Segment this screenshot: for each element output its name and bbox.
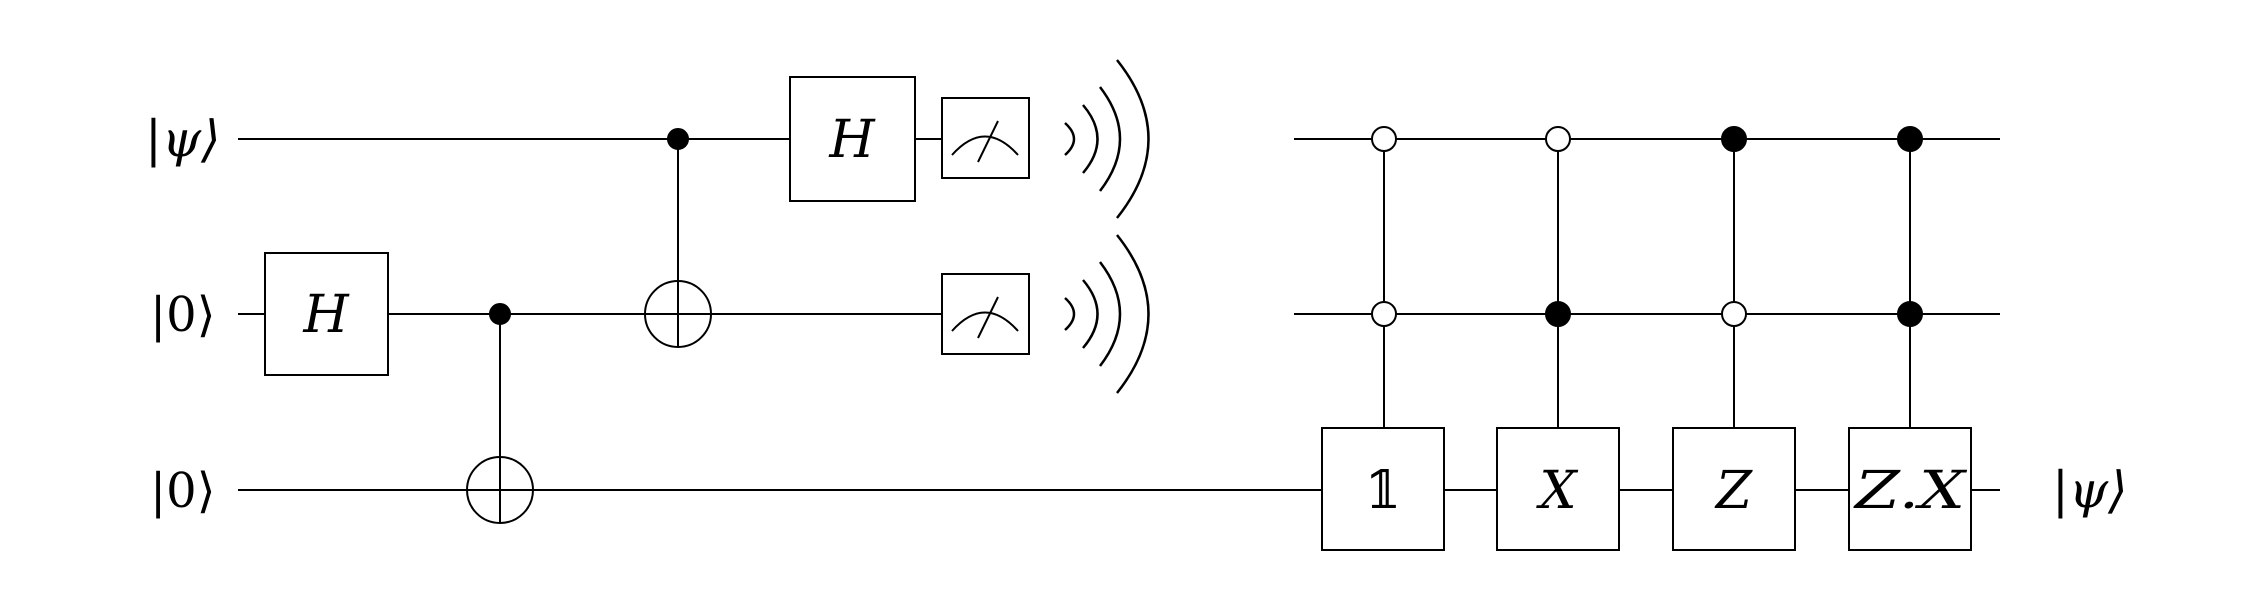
identity-box [1321,427,1445,551]
hadamard-gate-q0: H [789,76,916,202]
meter-q0 [941,97,1030,179]
meter-box-q0 [941,97,1030,179]
input-label-q1: |0⟩ [150,287,215,343]
signal-arc-q0-4 [1116,59,1150,219]
correction-identity: 𝟙 [1321,126,1445,551]
signal-arc-q0-3 [1099,86,1122,192]
hadamard-gate-q1: H [264,252,389,376]
input-label-q0: |ψ⟩ [145,110,221,168]
cnot-q1-q2 [466,303,534,524]
cnot-q0-q1 [644,128,712,348]
signal-arc-q1-2 [1082,279,1099,349]
identity-control-q1 [1371,301,1397,327]
signal-arc-q1-3 [1099,261,1122,367]
z-control-q1 [1721,301,1747,327]
meter-q1 [941,273,1030,355]
x-control-q0 [1545,126,1571,152]
z-box [1672,427,1796,551]
signal-arc-q1-1 [1064,297,1076,331]
meter-needle-q1 [977,296,999,339]
cnot-q1-control-dot [489,303,511,325]
identity-control-q0 [1371,126,1397,152]
hadamard-box-q0 [789,76,916,202]
meter-box-q1 [941,273,1030,355]
output-label: |ψ⟩ [2052,461,2128,519]
meter-needle-q0 [977,120,999,163]
signal-arc-q0-1 [1064,122,1076,156]
signal-arc-q1-4 [1116,234,1150,394]
z-label: Z [1714,461,1753,521]
identity-label: 𝟙 [1365,461,1401,521]
correction-zx: Z.X [1848,126,1972,551]
zx-control-q1 [1897,301,1923,327]
meter-dial-q1 [951,311,1019,332]
hadamard-label-q0: H [828,110,876,170]
left-wires [238,138,1322,491]
hadamard-box-q1 [264,252,389,376]
z-control-q0 [1721,126,1747,152]
x-control-q1 [1545,301,1571,327]
meter-dial-q0 [951,135,1019,156]
correction-z: Z [1672,126,1796,551]
zx-box [1848,427,1972,551]
cnot-q0-control-dot [667,128,689,150]
signal-waves-q1 [1064,234,1150,394]
input-label-q2: |0⟩ [150,463,215,519]
zx-control-q0 [1897,126,1923,152]
correction-x: X [1496,126,1620,551]
x-box [1496,427,1620,551]
signal-arc-q0-2 [1082,104,1099,174]
zx-label: Z.X [1853,461,1968,521]
hadamard-label-q1: H [302,285,350,345]
signal-waves-q0 [1064,59,1150,219]
x-label: X [1535,461,1578,521]
